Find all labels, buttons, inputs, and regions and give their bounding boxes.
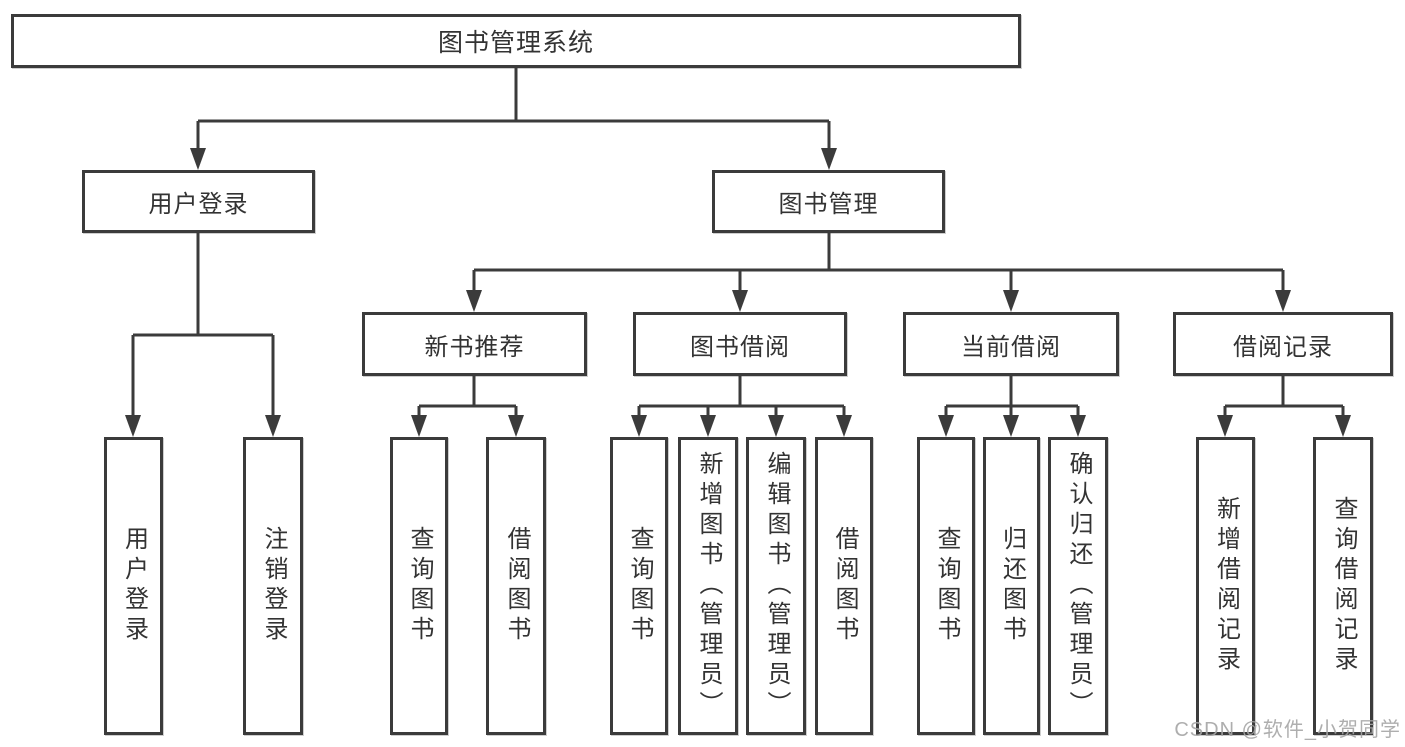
arrow-heads — [125, 148, 1351, 437]
leaf-confirm-return-admin: 确认归还（管理员） — [1048, 437, 1108, 735]
node-current-borrow: 当前借阅 — [903, 312, 1119, 376]
node-label: 图书借阅 — [690, 333, 790, 361]
node-label: 注销登录 — [260, 526, 287, 646]
csdn-watermark: CSDN @软件_小贺同学 — [1174, 719, 1401, 741]
leaf-logout: 注销登录 — [243, 437, 303, 735]
leaf-user-login: 用户登录 — [104, 437, 163, 735]
node-book-management: 图书管理 — [712, 170, 945, 233]
leaf-add-borrow-record: 新增借阅记录 — [1196, 437, 1255, 735]
node-book-borrow: 图书借阅 — [633, 312, 847, 376]
connector-lines — [131, 68, 1345, 417]
node-label: 新增借阅记录 — [1212, 496, 1240, 676]
node-label: 查询图书 — [406, 526, 433, 646]
node-new-book-recommend: 新书推荐 — [362, 312, 587, 376]
leaf-query-books-3: 查询图书 — [917, 437, 975, 735]
node-borrow-records: 借阅记录 — [1173, 312, 1393, 376]
leaf-edit-book-admin: 编辑图书（管理员） — [746, 437, 806, 735]
leaf-borrow-books-2: 借阅图书 — [815, 437, 873, 735]
node-label: 归还图书 — [998, 526, 1026, 646]
node-label: 借阅图书 — [831, 526, 858, 646]
leaf-query-books-2: 查询图书 — [610, 437, 668, 735]
node-label: 查询借阅记录 — [1330, 496, 1357, 676]
node-label: 用户登录 — [120, 526, 148, 646]
leaf-borrow-books-1: 借阅图书 — [486, 437, 546, 735]
node-user-login: 用户登录 — [82, 170, 315, 233]
leaf-query-borrow-record: 查询借阅记录 — [1313, 437, 1373, 735]
leaf-add-book-admin: 新增图书（管理员） — [678, 437, 738, 735]
node-label: 新增图书（管理员） — [695, 451, 722, 721]
node-label: 图书管理 — [778, 191, 879, 218]
node-label: 当前借阅 — [961, 333, 1061, 361]
leaf-return-books: 归还图书 — [983, 437, 1040, 735]
node-label: 查询图书 — [626, 526, 653, 646]
node-label: 查询图书 — [933, 526, 960, 646]
node-label: 借阅记录 — [1233, 333, 1333, 361]
node-label: 用户登录 — [148, 191, 249, 218]
node-library-management-system: 图书管理系统 — [11, 14, 1021, 68]
node-label: 确认归还（管理员） — [1065, 451, 1092, 721]
leaf-query-books-1: 查询图书 — [390, 437, 448, 735]
node-label: 新书推荐 — [424, 333, 525, 361]
node-label: 借阅图书 — [503, 526, 530, 646]
node-label: 图书管理系统 — [437, 29, 594, 57]
node-label: 编辑图书（管理员） — [763, 451, 790, 721]
